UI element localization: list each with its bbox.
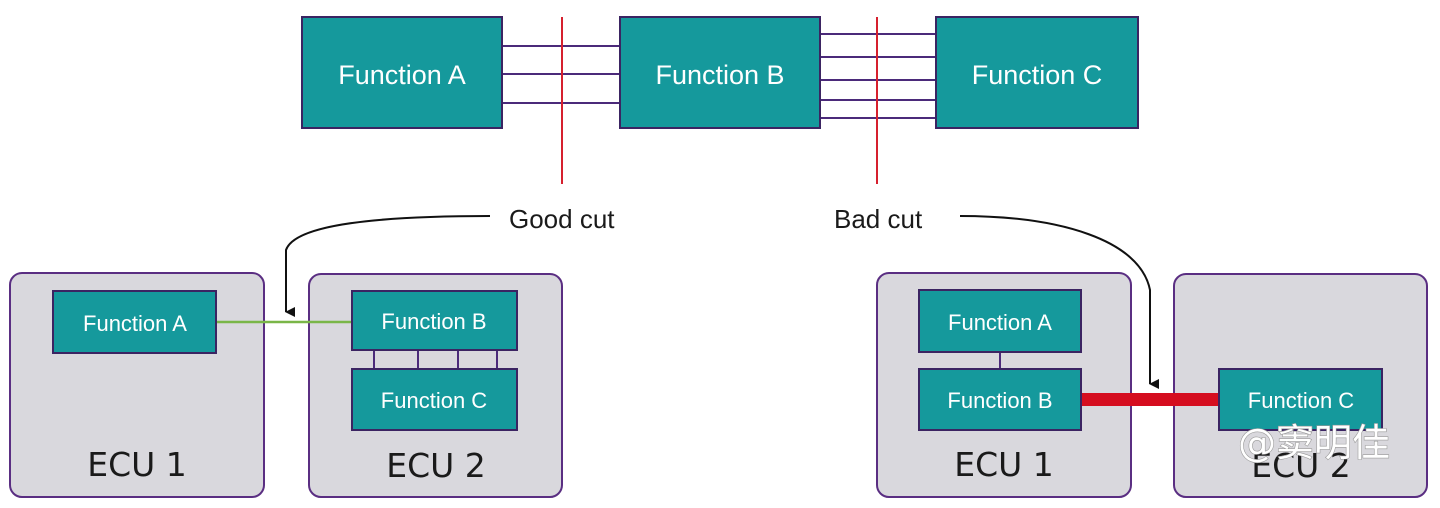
bad-ecu1-label: ECU 1	[954, 445, 1054, 484]
good-ecu2-label: ECU 2	[386, 446, 486, 485]
bad-ecu2-function-c-label: Function C	[1248, 388, 1354, 413]
good-ecu1-function-a: Function A	[52, 290, 217, 354]
top-function-a-label: Function A	[338, 60, 466, 90]
top-function-b: Function B	[619, 16, 821, 129]
bad-ecu2-function-c: Function C	[1218, 368, 1383, 431]
bad-ecu1-function-b: Function B	[918, 368, 1082, 431]
good-cut-arrow	[285, 215, 491, 317]
bad-ecu2-label: ECU 2	[1251, 446, 1351, 485]
watermark-text: @窦明佳	[1238, 421, 1390, 465]
good-ecu2-function-b: Function B	[351, 290, 518, 351]
good-ecu2-function-c: Function C	[351, 368, 518, 431]
top-function-c-label: Function C	[972, 60, 1103, 90]
bad-ecu1-function-a-label: Function A	[948, 310, 1052, 335]
bad-ecu1-function-a: Function A	[918, 289, 1082, 353]
bad-link-b-c	[1081, 393, 1219, 406]
good-cut-label: Good cut	[509, 204, 615, 234]
good-ecu1-function-a-label: Function A	[83, 311, 187, 336]
bad-cut-arrow	[959, 215, 1159, 389]
bad-cut-label: Bad cut	[834, 204, 923, 234]
good-ecu2-function-b-label: Function B	[381, 309, 486, 334]
good-ecu2-function-c-label: Function C	[381, 388, 487, 413]
top-function-a: Function A	[301, 16, 503, 129]
good-links-b-c	[373, 350, 498, 369]
top-function-b-label: Function B	[655, 60, 784, 90]
bad-ecu1-function-b-label: Function B	[947, 388, 1052, 413]
top-function-c: Function C	[935, 16, 1139, 129]
good-ecu1-label: ECU 1	[87, 445, 187, 484]
